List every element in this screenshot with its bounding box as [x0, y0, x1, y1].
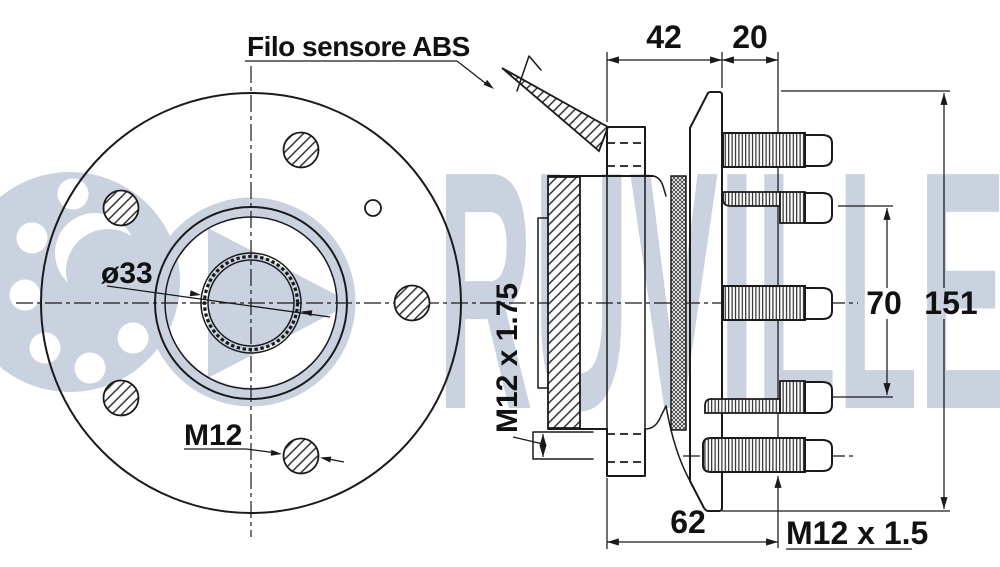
dim-70-value: 70	[866, 285, 902, 321]
dim-42: 42	[606, 19, 723, 122]
abs-sensor-label: Filo sensore ABS	[247, 31, 470, 62]
bore-diameter-annotation: ø33	[101, 257, 331, 318]
watermark-ring-emblem	[146, 197, 356, 407]
wheel-bolt-holes	[102, 131, 431, 475]
spline-bore-outer	[200, 252, 302, 354]
dim-151: 151	[722, 90, 978, 512]
abs-sensor-wire	[501, 55, 610, 153]
bearing-housing	[532, 176, 594, 460]
dim-42-value: 42	[646, 19, 682, 55]
dim-62-value: 62	[670, 504, 706, 540]
stud-thread-label: M12 x 1.5	[786, 515, 928, 551]
dimensions: 42 20 62 151 70	[491, 19, 978, 551]
dim-151-value: 151	[924, 285, 977, 321]
locating-pin-hole	[364, 199, 382, 217]
dim-62: 62	[606, 478, 778, 549]
dim-stud-thread: M12 x 1.5	[774, 476, 928, 551]
abs-sensor-callout: Filo sensore ABS	[245, 31, 494, 89]
section-view	[501, 52, 833, 512]
watermark-bearing-logo	[0, 172, 180, 392]
wheel-stud-label: M12	[184, 419, 242, 452]
watermark-brand-text: RUVILLE	[437, 101, 1000, 481]
centerlines	[16, 66, 858, 537]
bore-diameter-label: ø33	[101, 257, 153, 290]
front-view: ø33 M12	[40, 92, 462, 514]
dim-20-value: 20	[732, 19, 768, 55]
dim-mounting-thread: M12 x 1.75	[491, 283, 547, 457]
abs-encoder-ring	[670, 175, 687, 431]
spline-teeth	[202, 254, 300, 352]
mounting-thread-label: M12 x 1.75	[491, 283, 524, 433]
wheel-flange	[689, 91, 723, 512]
stud-hole-annotation: M12	[184, 419, 345, 463]
wheel-studs	[702, 132, 833, 473]
dim-20: 20	[722, 19, 778, 64]
hub-body	[547, 126, 691, 482]
dim-70: 70	[833, 205, 902, 398]
